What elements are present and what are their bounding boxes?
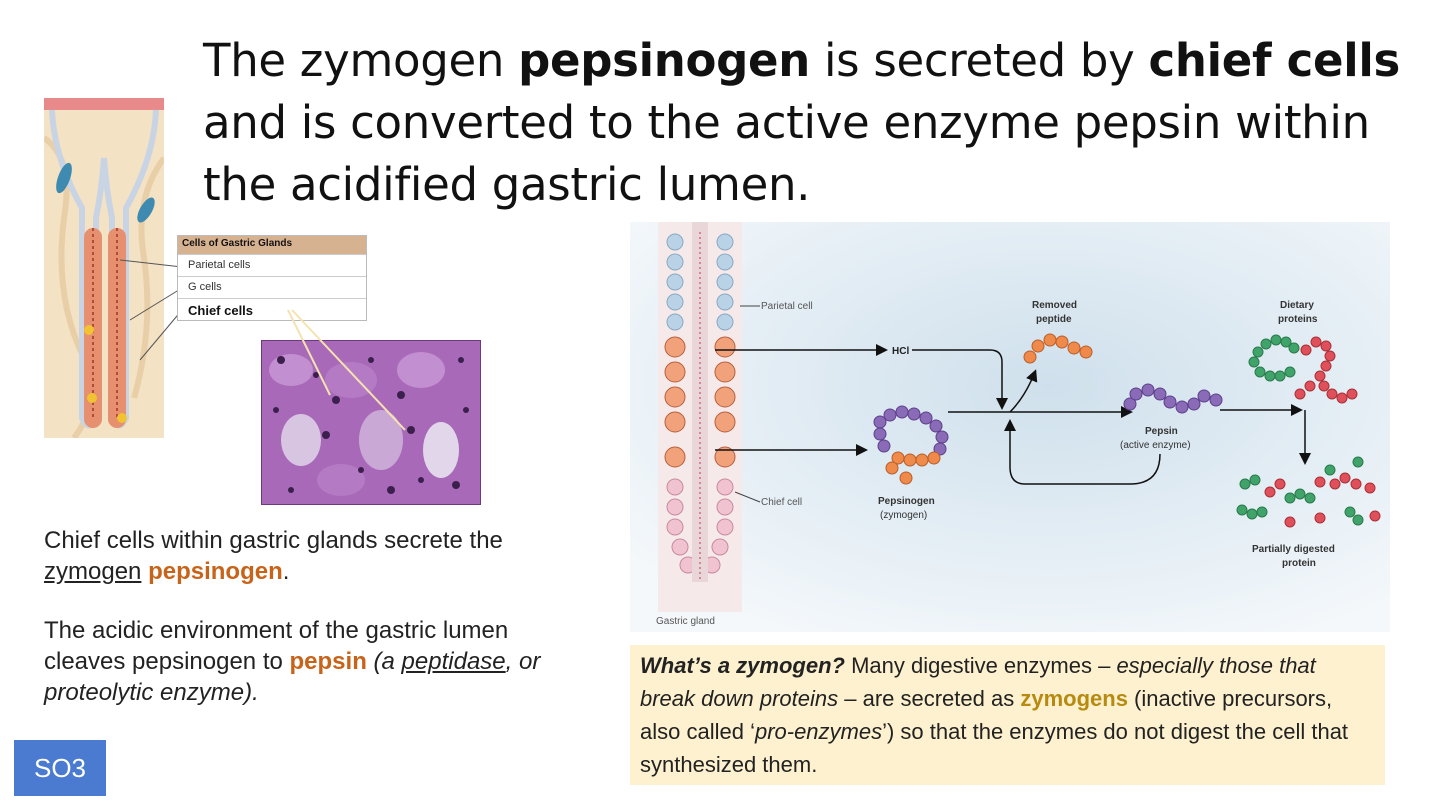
so3-badge: SO3 bbox=[14, 740, 106, 796]
cells-of-gastric-glands-table: Cells of Gastric Glands Parietal cells G… bbox=[177, 235, 367, 321]
pepsin-label: Pepsin bbox=[1145, 426, 1178, 437]
chief-cell-micrograph bbox=[261, 340, 481, 505]
micrograph-pointer-arrows bbox=[287, 309, 406, 431]
table-row-parietal-cells: Parietal cells bbox=[178, 254, 366, 276]
title-text: is secreted by bbox=[809, 34, 1149, 87]
note-italic: especially those that break down protein… bbox=[640, 653, 1316, 711]
title-text: The zymogen bbox=[203, 34, 519, 87]
gastric-gland-label: Gastric gland bbox=[656, 616, 715, 627]
pepsinogen-term: pepsinogen bbox=[148, 558, 283, 585]
title-text: and is converted to the active enzyme pe… bbox=[203, 96, 1370, 211]
removed-peptide-label: Removed bbox=[1032, 300, 1077, 311]
hcl-label: HCl bbox=[892, 346, 909, 357]
note-text: Many digestive enzymes – bbox=[844, 653, 1117, 678]
paragraph-text: . bbox=[282, 558, 290, 585]
zymogens-term: zymogens bbox=[1020, 686, 1128, 711]
parietal-cell-label: Parietal cell bbox=[761, 301, 813, 312]
proteins-sublabel: proteins bbox=[1278, 314, 1318, 325]
active-enzyme-sublabel: (active enzyme) bbox=[1120, 440, 1191, 451]
gastric-gland-illustration bbox=[44, 98, 164, 438]
paragraph-text: , or proteolytic enzyme). bbox=[44, 648, 541, 706]
peptidase-term: peptidase bbox=[401, 648, 506, 675]
acidic-environment-paragraph: The acidic environment of the gastric lu… bbox=[44, 615, 574, 708]
note-text: (inactive precursors, also called ‘ bbox=[640, 686, 1333, 744]
zymogen-note-box: What’s a zymogen? Many digestive enzymes… bbox=[630, 645, 1385, 785]
note-text: ’) so that the enzymes do not digest the… bbox=[640, 719, 1349, 777]
title-bold-pepsinogen: pepsinogen bbox=[518, 34, 810, 87]
page-title: The zymogen pepsinogen is secreted by ch… bbox=[203, 30, 1413, 216]
chief-cell-label: Chief cell bbox=[761, 497, 802, 508]
pepsin-term: pepsin bbox=[289, 648, 367, 675]
partially-digested-label: Partially digested bbox=[1252, 544, 1335, 555]
zymogen-sublabel: (zymogen) bbox=[880, 510, 927, 521]
dietary-proteins-label: Dietary bbox=[1280, 300, 1314, 311]
note-question: What’s a zymogen? bbox=[640, 653, 845, 678]
note-text: – are secreted as bbox=[838, 686, 1021, 711]
zymogen-term: zymogen bbox=[44, 558, 142, 585]
paragraph-text: The acidic environment of the gastric lu… bbox=[44, 617, 509, 675]
paragraph-text: (a bbox=[366, 648, 402, 675]
pepsinogen-activation-diagram: Parietal cell Chief cell Gastric gland H… bbox=[630, 222, 1390, 632]
table-row-chief-cells: Chief cells bbox=[178, 298, 366, 320]
table-header: Cells of Gastric Glands bbox=[178, 236, 366, 254]
note-italic: pro-enzymes bbox=[754, 719, 883, 744]
table-row-g-cells: G cells bbox=[178, 276, 366, 298]
pepsinogen-label: Pepsinogen bbox=[878, 496, 935, 507]
paragraph-text: Chief cells within gastric glands secret… bbox=[44, 527, 503, 554]
title-bold-chief-cells: chief cells bbox=[1148, 34, 1401, 87]
chief-cells-paragraph: Chief cells within gastric glands secret… bbox=[44, 525, 564, 587]
peptide-sublabel: peptide bbox=[1036, 314, 1072, 325]
table-leader-lines bbox=[119, 259, 183, 361]
protein-sublabel: protein bbox=[1282, 558, 1316, 569]
